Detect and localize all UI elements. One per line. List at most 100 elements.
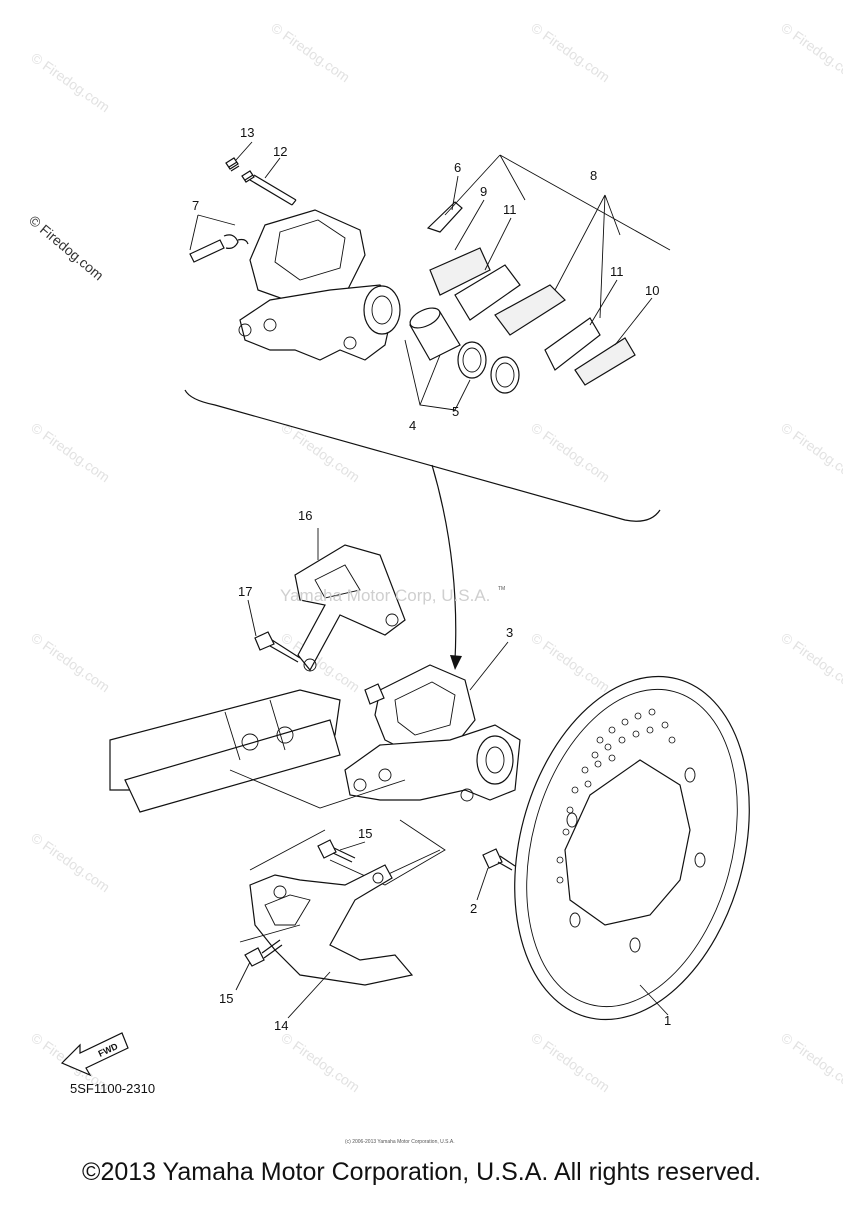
callout-4: 4 <box>409 418 416 433</box>
caliper-guard-bracket-detail <box>314 564 361 599</box>
spring-part <box>241 170 255 183</box>
guard-hole <box>372 872 384 884</box>
brake-disc-rim <box>526 688 738 1008</box>
assembled-caliper-detail <box>394 681 456 736</box>
assembled-group: FWD <box>60 544 750 1077</box>
background-watermarks: © Firedog.com © Firedog.com © Firedog.co… <box>28 19 843 1095</box>
assembly-arrow <box>431 464 457 661</box>
watermark-text: © Firedog.com <box>278 1029 363 1095</box>
caliper-guard-detail <box>264 894 311 926</box>
trademark-mark: TM <box>498 586 505 592</box>
callout-14: 14 <box>274 1018 288 1033</box>
swingarm-hole <box>241 733 259 751</box>
piston-top <box>409 307 441 329</box>
bolt-part <box>244 947 265 967</box>
watermark-text: © Firedog.com <box>28 829 113 895</box>
assembly-guide-lines <box>229 769 446 886</box>
callout-15b: 15 <box>219 991 233 1006</box>
pin-part <box>249 174 297 206</box>
watermark-text: © Firedog.com <box>268 19 353 85</box>
bracket-hole <box>353 778 367 792</box>
leader-line-6 <box>451 175 459 211</box>
pad-part <box>544 317 601 371</box>
callout-15a: 15 <box>358 826 372 841</box>
bolt-thread <box>269 639 301 663</box>
watermark-text: © Firedog.com <box>528 419 613 485</box>
swingarm-detail <box>224 699 286 761</box>
disc-vent-holes <box>556 708 676 884</box>
leader-line-2 <box>476 867 489 901</box>
footer-copyright: ©2013 Yamaha Motor Corporation, U.S.A. A… <box>82 1158 761 1186</box>
bolt-thread <box>261 939 283 959</box>
callout-13: 13 <box>240 125 254 140</box>
leader-line-11b <box>589 279 618 326</box>
brake-disc-hub <box>564 759 691 926</box>
swingarm-hole <box>276 726 294 744</box>
callout-9: 9 <box>480 184 487 199</box>
seal-inner <box>462 347 482 373</box>
leader-line-13 <box>235 141 253 161</box>
bolt-part <box>317 839 337 859</box>
caliper-body-detail <box>274 219 346 281</box>
callout-17: 17 <box>238 584 252 599</box>
callout-8: 8 <box>590 168 597 183</box>
group-leader-lines <box>404 339 471 411</box>
caliper-bracket-part <box>239 284 396 361</box>
assembled-bracket-bore-inner <box>485 746 505 774</box>
disc-mount-hole <box>629 937 641 953</box>
leader-line-11a <box>484 217 512 271</box>
leader-line-3 <box>469 641 509 691</box>
watermark-text: © Firedog.com <box>28 49 113 115</box>
bracket-bore <box>363 285 401 335</box>
swingarm-part <box>109 689 341 791</box>
leader-line-10 <box>614 297 653 346</box>
callout-3: 3 <box>506 625 513 640</box>
leader-line-1 <box>639 984 669 1016</box>
bolt-thread <box>332 847 356 863</box>
bleed-screw-part <box>189 234 239 263</box>
side-watermark: © Firedog.com <box>26 212 107 283</box>
disc-mount-hole <box>694 852 706 868</box>
seal-part <box>457 341 487 379</box>
guard-hole <box>273 885 287 899</box>
callouts: 1 2 3 4 5 6 7 8 9 10 11 11 12 13 14 15 1… <box>192 125 671 1033</box>
bleed-screw-part <box>364 683 385 705</box>
bracket-hole <box>303 658 317 672</box>
callout-11a: 11 <box>503 202 517 217</box>
bracket-hole <box>385 613 399 627</box>
bolt-thread <box>497 855 516 871</box>
callout-6: 6 <box>454 160 461 175</box>
callout-11b: 11 <box>610 264 624 279</box>
callout-1: 1 <box>664 1013 671 1028</box>
assembled-bracket-bore <box>476 735 514 785</box>
leader-line-15a <box>339 841 366 851</box>
spring-part <box>225 157 240 172</box>
assembled-bracket-part <box>344 724 521 801</box>
bracket-hole <box>238 323 252 337</box>
callout-leader-lines <box>189 141 669 1019</box>
group-bracket-curve <box>184 389 661 522</box>
watermark-text: © Firedog.com <box>278 419 363 485</box>
disc-mount-hole <box>569 912 581 928</box>
bracket-hole <box>378 768 392 782</box>
assembly-guide-lines <box>249 829 441 879</box>
pad-part <box>574 337 636 386</box>
watermark-text: © Firedog.com <box>528 1029 613 1095</box>
callout-2: 2 <box>470 901 477 916</box>
watermark-text: © Firedog.com <box>28 419 113 485</box>
callout-16: 16 <box>298 508 312 523</box>
watermark-text: © Firedog.com <box>528 629 613 695</box>
watermark-text: © Firedog.com <box>528 19 613 85</box>
seal-inner <box>495 362 515 388</box>
bracket-bore-inner <box>371 295 393 325</box>
leader-line-17 <box>247 599 257 637</box>
callout-7: 7 <box>192 198 199 213</box>
leader-line-12 <box>264 157 281 179</box>
pad-clip-part <box>426 201 463 233</box>
assembly-guide-lines <box>239 924 301 943</box>
leader-line-7 <box>189 214 236 251</box>
bleed-cap-part <box>237 238 249 245</box>
callout-5: 5 <box>452 404 459 419</box>
